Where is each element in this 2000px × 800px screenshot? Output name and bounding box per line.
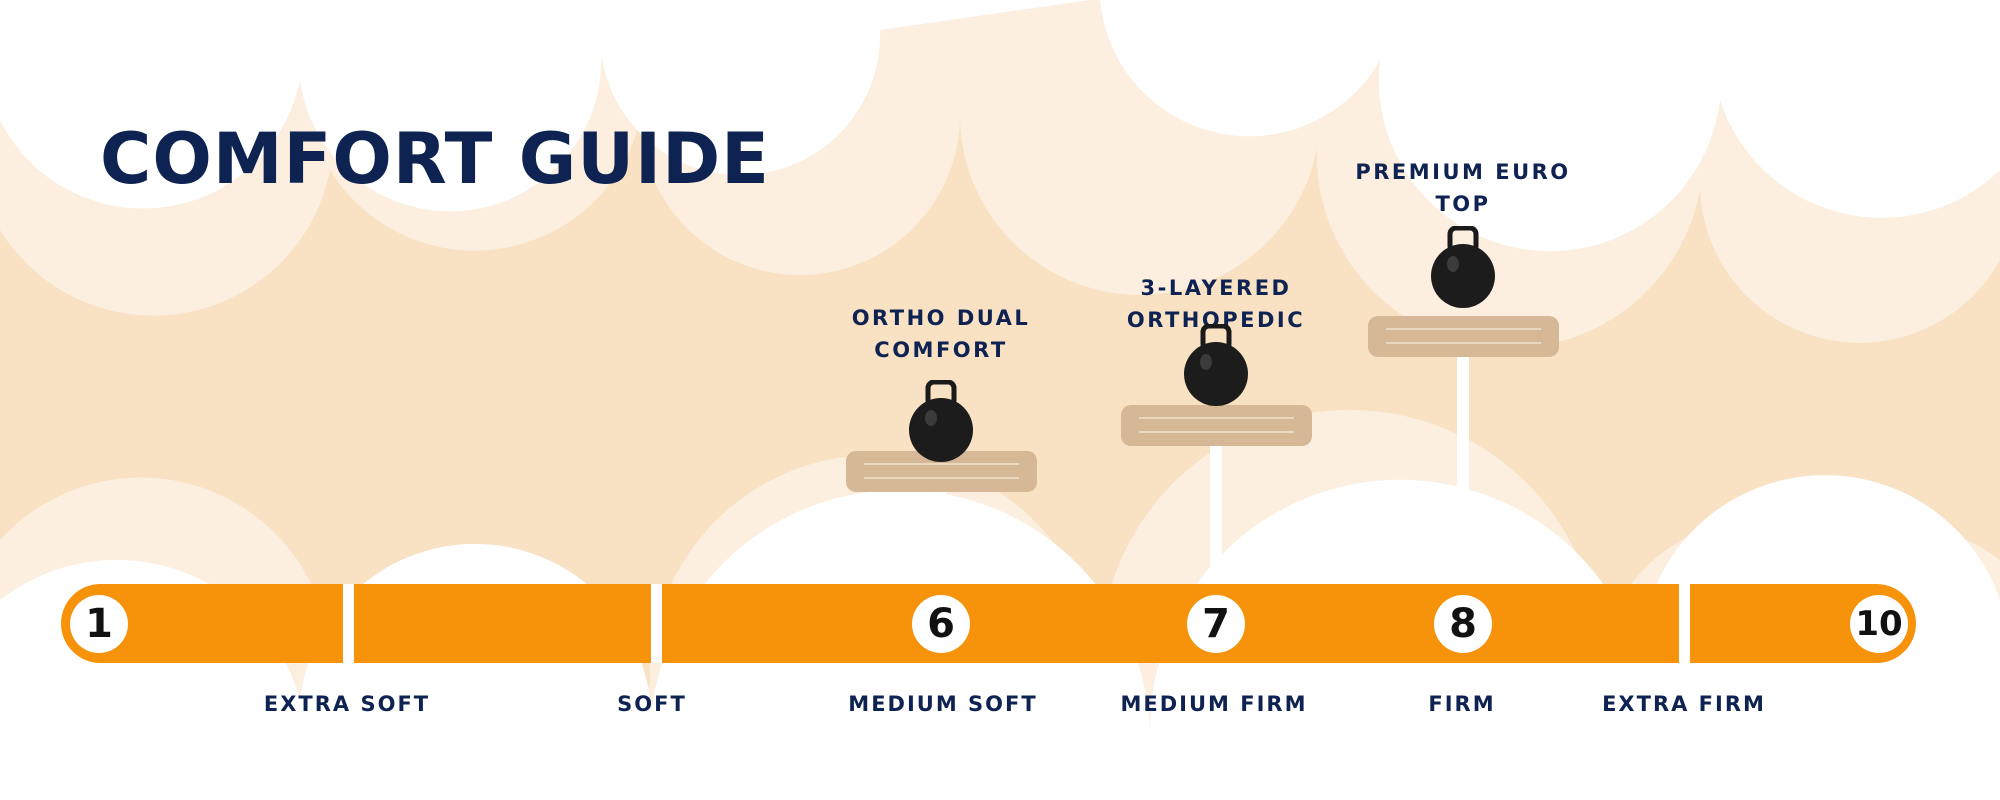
product-name-line2: TOP [1435,192,1491,216]
firmness-scale-bar [61,584,1916,663]
scale-number-6: 6 [912,595,970,653]
category-medium-firm: MEDIUM FIRM [1120,692,1308,716]
scale-divider [651,584,662,663]
scale-number-7: 7 [1187,595,1245,653]
mattress-icon [1368,316,1559,357]
product-name-line1: ORTHO DUAL [851,306,1031,330]
kettlebell-icon [909,380,973,462]
mattress-icon [1121,405,1312,446]
category-extra-soft: EXTRA SOFT [263,692,431,716]
category-soft: SOFT [617,692,687,716]
kettlebell-icon [1184,324,1248,406]
scale-number-10: 10 [1850,595,1908,653]
indicator-stem [935,490,947,600]
scale-divider [343,584,354,663]
product-name-line1: 3-LAYERED [1140,276,1292,300]
indicator-stem [1210,444,1222,604]
scale-number-8: 8 [1434,595,1492,653]
page-title: COMFORT GUIDE [100,118,771,200]
indicator-stem [1457,355,1469,605]
category-firm: FIRM [1428,692,1496,716]
category-medium-soft: MEDIUM SOFT [848,692,1038,716]
product-name-line1: PREMIUM EURO [1355,160,1571,184]
scale-divider [1679,584,1690,663]
category-extra-firm: EXTRA FIRM [1602,692,1766,716]
scale-number-1: 1 [70,595,128,653]
kettlebell-icon [1431,226,1495,308]
product-name-line2: COMFORT [874,338,1008,362]
